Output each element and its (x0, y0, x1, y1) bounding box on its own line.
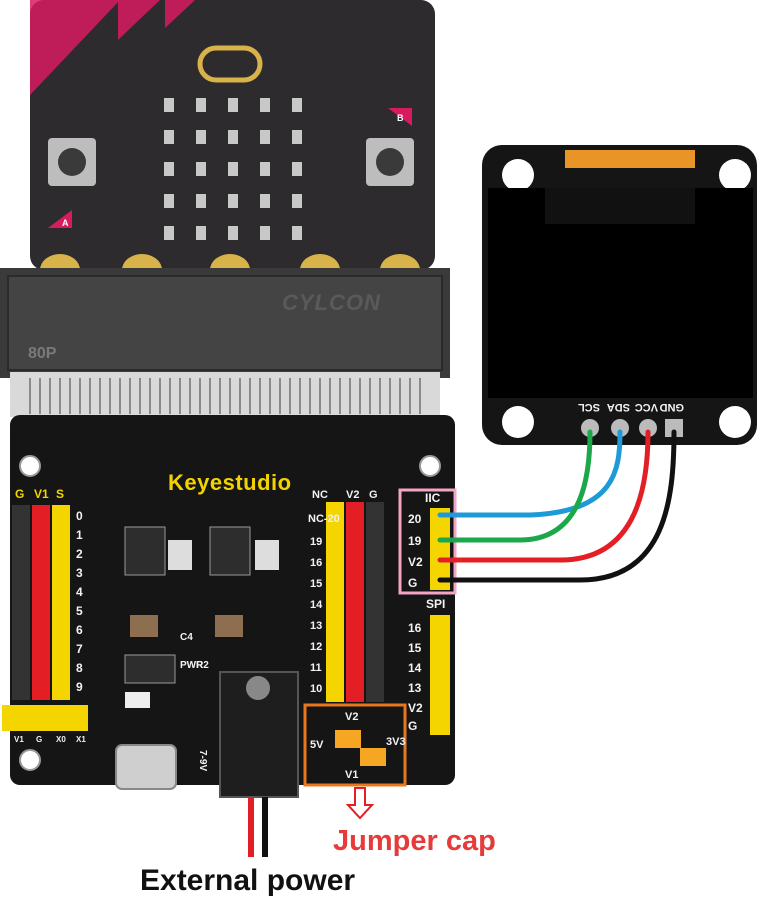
bottom-yellow-header (2, 705, 88, 731)
brand-label: Keyestudio (168, 470, 292, 495)
left-pin-6: 6 (76, 623, 83, 637)
wires (437, 429, 677, 583)
iic-pin-19: 19 (408, 534, 422, 548)
left-pin-7: 7 (76, 642, 83, 656)
mid-pin-19: 19 (310, 536, 322, 548)
mid-col-nc: NC (312, 489, 328, 501)
left-col-s: S (56, 487, 64, 501)
spi-header (430, 615, 450, 735)
touch-logo (197, 45, 263, 83)
oled-pin-gnd: GND (660, 401, 685, 413)
jumper-cap-block[interactable] (303, 703, 407, 787)
spi-pin-g: G (408, 719, 417, 733)
mid-pin-10: 10 (310, 683, 322, 695)
left-pin-9: 9 (76, 680, 83, 694)
bottom-pin-x1: X1 (76, 735, 86, 744)
mid-pin-14: 14 (310, 599, 323, 611)
left-pin-4: 4 (76, 585, 83, 599)
connector-label: 80P (28, 345, 57, 362)
edge-pads (40, 254, 420, 270)
spi-title: SPI (426, 597, 445, 611)
oled-pins (581, 419, 683, 437)
left-col-v1: V1 (34, 487, 49, 501)
left-pin-3: 3 (76, 566, 83, 580)
oled-pin-vcc: VCC (635, 401, 658, 413)
mid-col-v2: V2 (346, 489, 359, 501)
iic-pin-20: 20 (408, 512, 422, 526)
svg-text:B: B (397, 113, 404, 123)
oled-module (482, 145, 757, 445)
jumper-cap-label: Jumper cap (333, 825, 496, 857)
jumper-v1: V1 (345, 769, 358, 781)
bottom-pin-v1: V1 (14, 735, 24, 744)
voltage-label: 7-9V (197, 750, 208, 771)
left-pin-5: 5 (76, 604, 83, 618)
power-cables (248, 797, 268, 857)
spi-pin-15: 15 (408, 641, 422, 655)
spi-pin-13: 13 (408, 681, 422, 695)
iic-header (430, 508, 450, 590)
mid-pin-15: 15 (310, 578, 322, 590)
mid-col-g: G (369, 489, 378, 501)
spi-pin-v2: V2 (408, 701, 423, 715)
wire-vcc (437, 429, 651, 563)
dc-jack[interactable] (219, 671, 299, 798)
mid-pin-20: NC-20 (308, 513, 340, 525)
bottom-pin-x0: X0 (56, 735, 66, 744)
shield-board (2, 415, 457, 798)
bottom-pin-g: G (36, 735, 42, 744)
left-header (12, 505, 70, 700)
usb-port[interactable] (115, 744, 177, 790)
iic-pin-v2: V2 (408, 555, 423, 569)
pwr-label: PWR (180, 660, 204, 671)
spi-pin-16: 16 (408, 621, 422, 635)
left-col-g: G (15, 487, 24, 501)
down-arrow-icon (345, 787, 375, 820)
iic-title: IIC (425, 491, 441, 505)
mid-pin-13: 13 (310, 620, 322, 632)
wire-sda (437, 429, 593, 543)
button-b[interactable]: B (366, 108, 414, 186)
spi-pin-14: 14 (408, 661, 422, 675)
socket-brand-label: CYLCON (282, 290, 381, 315)
button-a[interactable]: A (48, 138, 96, 228)
mid-pin-16: 16 (310, 557, 322, 569)
external-power-label: External power (140, 864, 356, 897)
mid-pin-12: 12 (310, 641, 322, 653)
svg-text:A: A (62, 218, 69, 228)
jumper-v2: V2 (345, 711, 358, 723)
led-matrix (164, 98, 302, 240)
middle-header (326, 502, 384, 702)
left-pin-8: 8 (76, 661, 83, 675)
oled-pin-sda: SDA (607, 401, 630, 413)
left-pin-0: 0 (76, 509, 83, 523)
edge-connector-socket (0, 268, 450, 417)
microbit-board: A B (30, 0, 435, 270)
wire-scl (437, 429, 623, 518)
c4-label: C4 (180, 632, 193, 643)
r2-label: R2 (196, 660, 209, 671)
left-pin-1: 1 (76, 528, 83, 542)
oled-pin-scl: SCL (578, 401, 600, 413)
mid-pin-11: 11 (310, 662, 322, 674)
iic-pin-g: G (408, 576, 417, 590)
jumper-3v3: 3V3 (386, 736, 406, 748)
wire-gnd (437, 429, 677, 583)
left-pin-2: 2 (76, 547, 83, 561)
jumper-5v: 5V (310, 739, 324, 751)
